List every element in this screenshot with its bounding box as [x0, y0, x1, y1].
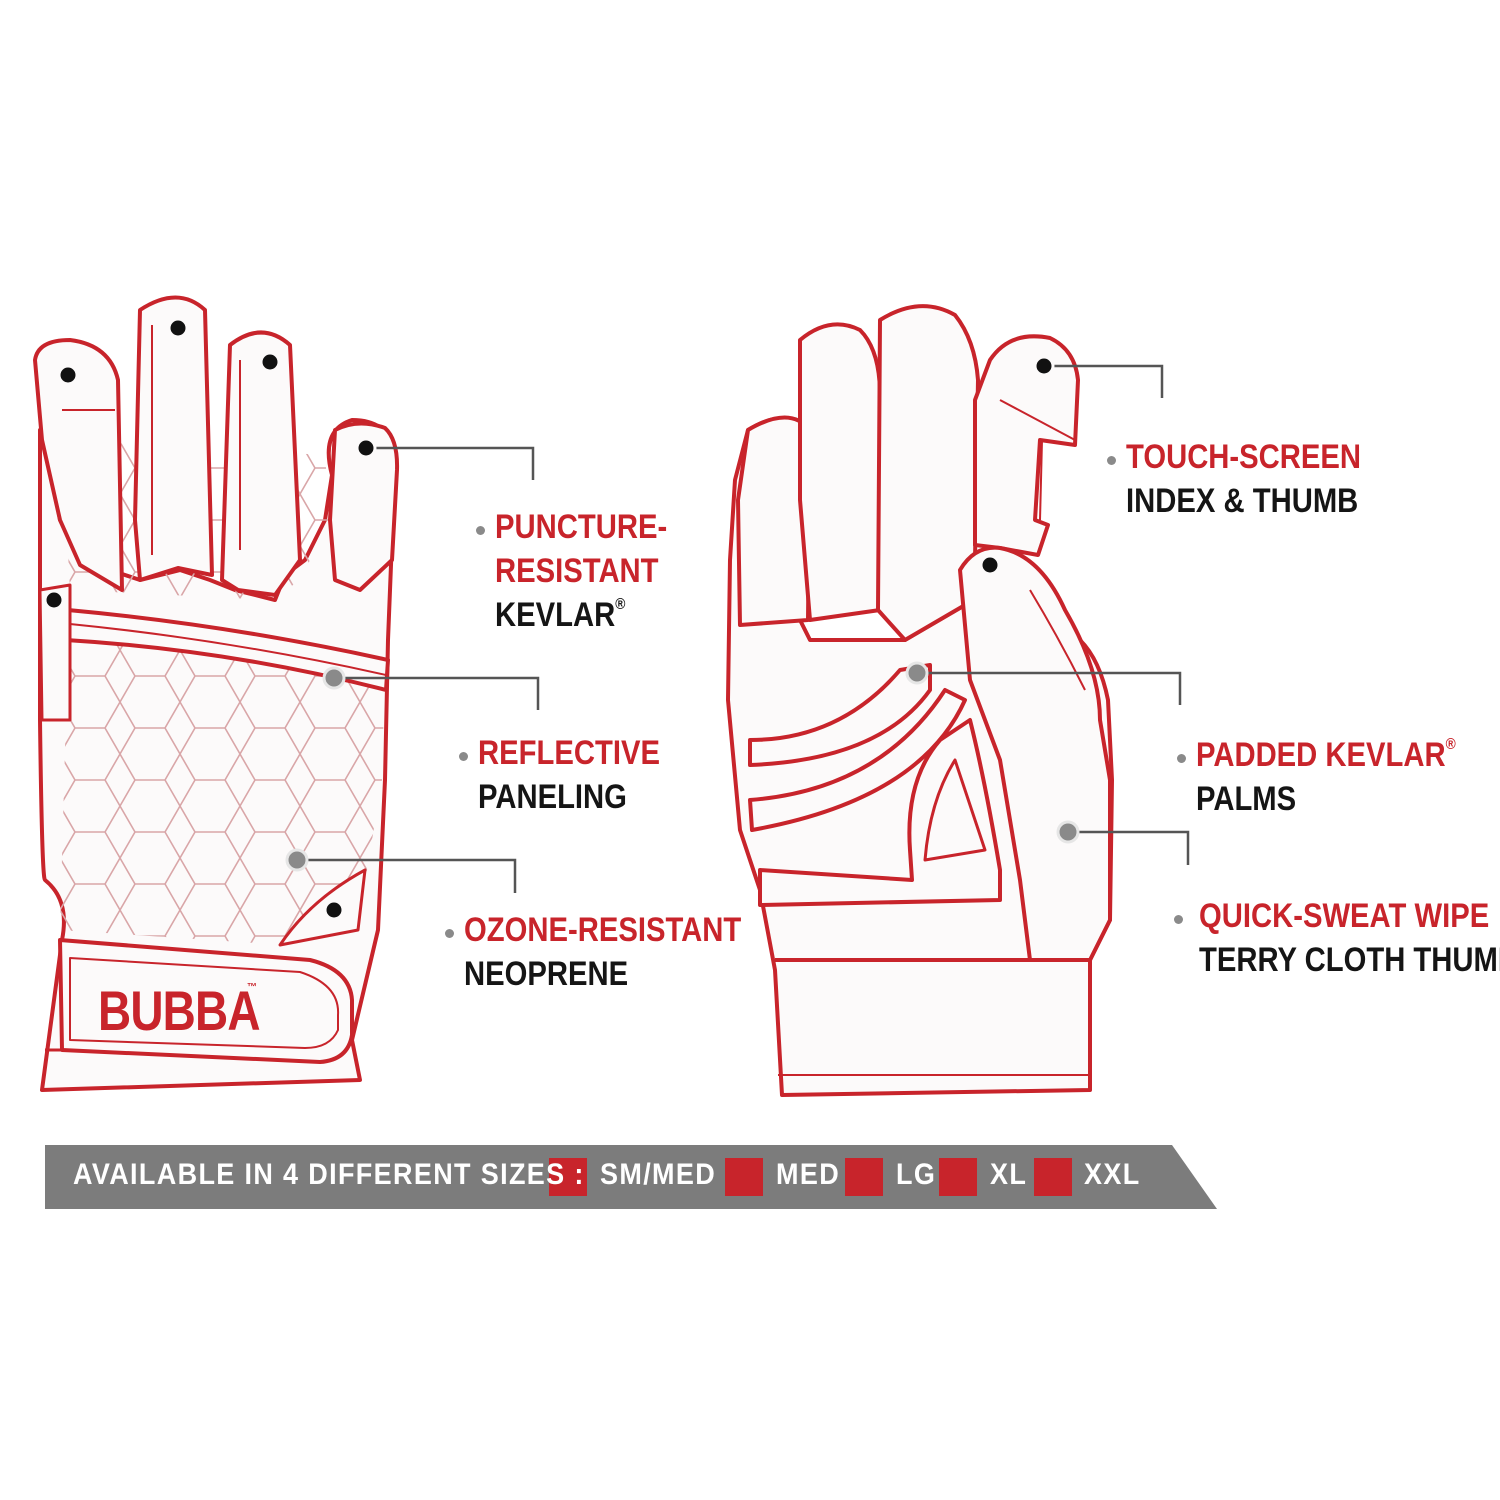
label-ozone-line2: NEOPRENE	[464, 955, 629, 993]
left-glove-neoprene-wedge	[278, 868, 367, 947]
label-reflective-line2: PANELING	[478, 778, 627, 816]
registered-mark: ®	[1445, 736, 1456, 753]
label-ozone: OZONE-RESISTANT NEOPRENE	[464, 908, 741, 996]
label-reflective-line1: REFLECTIVE	[478, 734, 660, 772]
leader-puncture	[366, 446, 535, 480]
label-ozone-line1: OZONE-RESISTANT	[464, 911, 742, 949]
marker-dot-thumb-right	[979, 554, 1001, 576]
size-option-xxl: XXL	[1084, 1158, 1141, 1191]
size-swatch-lg	[845, 1158, 883, 1196]
marker-dot-index-right	[1033, 355, 1055, 377]
marker-dot-ring	[167, 317, 189, 339]
leader-touch	[1044, 364, 1164, 398]
label-puncture-line3: KEVLAR®	[495, 596, 626, 634]
left-glove-back	[33, 295, 400, 1092]
size-swatch-xxl	[1034, 1158, 1072, 1196]
size-swatch-xl	[939, 1158, 977, 1196]
size-option-sm-med: SM/MED	[600, 1158, 717, 1191]
marker-dot-wrist-left	[323, 899, 345, 921]
label-padded: PADDED KEVLAR® PALMS	[1196, 733, 1456, 821]
left-glove-ring	[133, 295, 214, 582]
leader-reflective	[334, 676, 540, 710]
left-glove-index	[328, 421, 400, 592]
right-glove-thumb	[958, 545, 1112, 962]
leader-ozone	[297, 858, 517, 893]
leader-lines	[297, 364, 1190, 893]
size-banner-shape	[45, 1145, 1217, 1209]
right-glove-pinky	[736, 415, 812, 627]
size-option-lg: LG	[896, 1158, 937, 1191]
brand-logo-text: BUBBA	[98, 979, 261, 1042]
label-touch-line2: INDEX & THUMB	[1126, 482, 1359, 520]
bullet-reflective	[459, 752, 468, 761]
bullet-ozone	[445, 929, 454, 938]
left-glove-thumb-side	[38, 583, 72, 722]
label-puncture-line2: RESISTANT	[495, 552, 659, 590]
label-padded-line2: PALMS	[1196, 780, 1297, 818]
label-touch: TOUCH-SCREEN INDEX & THUMB	[1126, 435, 1361, 523]
marker-gray-reflective	[322, 666, 346, 690]
marker-gray-padded	[905, 661, 929, 685]
size-swatch-med	[725, 1158, 763, 1196]
leader-sweat	[1068, 830, 1190, 865]
bullet-sweat	[1174, 915, 1183, 924]
size-option-xl: XL	[990, 1158, 1028, 1191]
brand-logo-trademark: ™	[247, 982, 257, 993]
left-glove-reflective-band	[64, 608, 390, 692]
right-glove-palm	[726, 304, 1114, 1097]
size-swatch-sm-med	[549, 1158, 587, 1196]
right-glove-ring	[798, 322, 882, 622]
marker-dot-index	[355, 437, 377, 459]
bullet-touch	[1107, 456, 1116, 465]
bullet-padded	[1177, 754, 1186, 763]
marker-dot-middle	[259, 351, 281, 373]
size-option-med: MED	[776, 1158, 841, 1191]
size-swatches	[549, 1158, 1072, 1196]
leader-padded	[917, 671, 1182, 705]
label-sweat-line1: QUICK-SWEAT WIPE	[1199, 897, 1490, 935]
brand-logo: BUBBA	[98, 978, 261, 1043]
registered-mark: ®	[615, 596, 626, 613]
right-glove-index	[973, 334, 1080, 557]
size-banner-label: AVAILABLE IN 4 DIFFERENT SIZES :	[73, 1158, 585, 1191]
left-glove-middle	[220, 330, 302, 597]
right-glove-pad-upper	[748, 663, 932, 767]
label-sweat: QUICK-SWEAT WIPE TERRY CLOTH THUMB	[1199, 894, 1500, 982]
label-puncture-line1: PUNCTURE-	[495, 508, 668, 546]
marker-gray-ozone	[285, 848, 309, 872]
left-glove-pinky	[33, 338, 124, 592]
label-touch-line1: TOUCH-SCREEN	[1126, 438, 1362, 476]
markers	[43, 317, 1080, 921]
marker-gray-sweat	[1056, 820, 1080, 844]
marker-dot-thumb-left	[43, 589, 65, 611]
label-padded-line1: PADDED KEVLAR®	[1196, 736, 1456, 774]
label-sweat-line2: TERRY CLOTH THUMB	[1199, 941, 1500, 979]
right-glove-pad-mid	[748, 688, 967, 832]
bullet-puncture	[476, 526, 485, 535]
marker-dot-pinky	[57, 364, 79, 386]
label-puncture: PUNCTURE- RESISTANT KEVLAR®	[495, 505, 667, 637]
label-reflective: REFLECTIVE PANELING	[478, 731, 660, 819]
